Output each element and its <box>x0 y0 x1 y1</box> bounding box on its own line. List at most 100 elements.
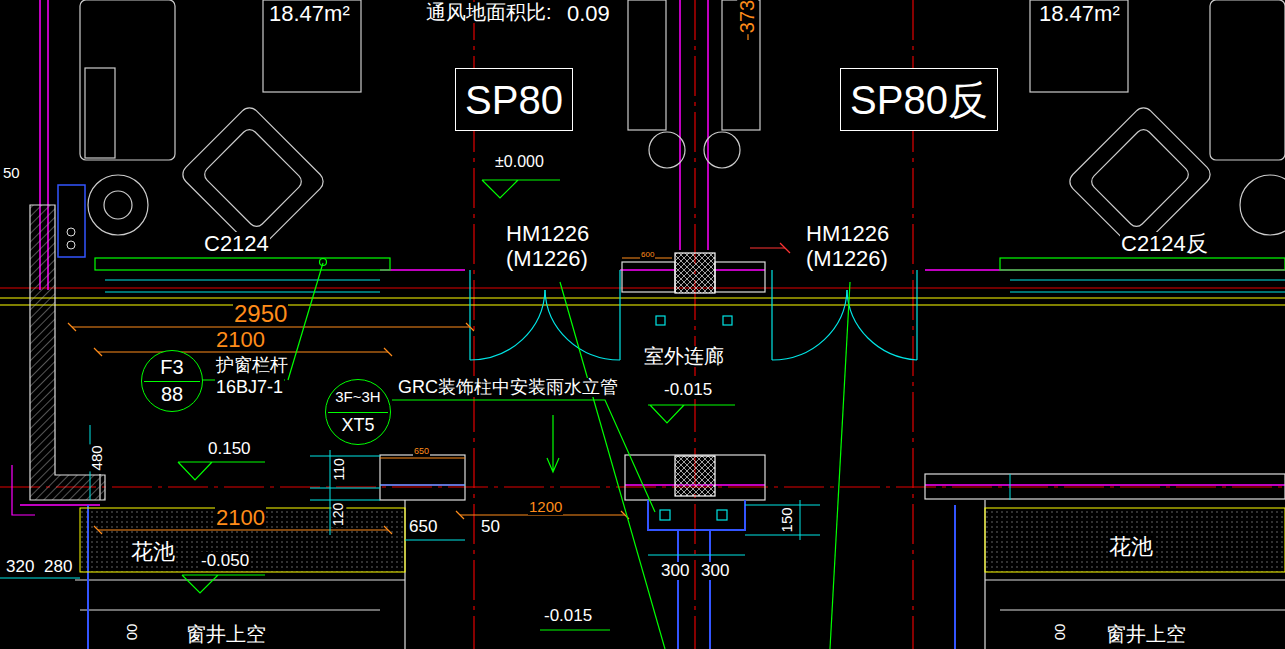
level-marks <box>178 180 735 630</box>
door-leaf <box>470 270 545 360</box>
leader-line <box>560 282 665 649</box>
equipment-symbol <box>67 228 75 236</box>
downpipe <box>660 510 670 520</box>
door-leaf <box>772 270 847 360</box>
downpipe <box>717 510 727 520</box>
wall-line <box>1000 609 1285 610</box>
drawing-tag-box: SP80反 <box>840 68 998 131</box>
slope-arrow <box>547 415 559 472</box>
leader-dot <box>320 259 327 266</box>
plan-label: 300 <box>660 562 690 580</box>
plan-label: 150 <box>779 506 795 533</box>
column-line <box>954 505 956 649</box>
dimension-line <box>0 578 80 579</box>
downpipe <box>723 316 732 325</box>
dimension-lines <box>68 0 748 534</box>
sofa-arm <box>85 68 115 158</box>
plan-label: HM1226 <box>805 222 890 245</box>
window-line <box>1010 292 1285 293</box>
plan-label: 120 <box>332 501 347 526</box>
dimension-line <box>98 529 388 530</box>
dimension-line <box>745 505 820 506</box>
wall-line <box>380 484 465 486</box>
plan-label: 0.150 <box>207 440 252 458</box>
equipment-box <box>58 185 85 257</box>
plan-label: 0.09 <box>566 2 611 25</box>
tag-text: SP80反 <box>850 79 988 121</box>
window-glass <box>105 280 1285 500</box>
wall-line <box>75 579 405 580</box>
wall-line <box>925 484 1285 486</box>
flower-pool <box>985 508 1285 572</box>
callout-text: 88 <box>161 384 183 405</box>
plan-label: 通风地面积比: <box>425 2 553 23</box>
callout-text: XT5 <box>341 416 374 435</box>
plan-label: 窗井上空 <box>1105 624 1187 645</box>
detail-callout-circle: F388 <box>141 350 203 412</box>
plan-label: 18.47m² <box>1038 2 1121 25</box>
dimension-line <box>310 488 380 489</box>
callout-text: 3F~3H <box>335 389 380 405</box>
plan-label: HM1226 <box>505 222 590 245</box>
plan-label: 480 <box>89 444 105 471</box>
plan-label: 室外连廊 <box>643 346 725 367</box>
wall-line <box>12 465 35 515</box>
leader-line <box>750 247 785 248</box>
level-mark <box>178 462 265 480</box>
armchair <box>1088 126 1191 229</box>
plan-label: 花池 <box>1108 535 1154 558</box>
leader-line <box>830 282 850 649</box>
grc-column <box>88 500 955 649</box>
pipe-symbol <box>649 132 685 168</box>
wall-outline <box>622 262 675 292</box>
level-mark <box>648 405 735 423</box>
wall-line <box>707 0 709 250</box>
pipe-symbol <box>704 132 740 168</box>
dimension-text: 2100 <box>215 506 266 529</box>
dimension-text: 2100 <box>215 328 266 351</box>
hatched-wall <box>30 205 105 500</box>
table <box>263 0 361 92</box>
wall-line <box>0 297 1285 298</box>
plan-label: C2124反 <box>1120 232 1209 255</box>
plan-label: 280 <box>43 558 73 576</box>
armchair <box>1066 104 1214 252</box>
wall-line <box>380 269 465 271</box>
plan-label: (M1226) <box>805 247 889 270</box>
dimension-line <box>405 540 465 541</box>
equipment-symbol <box>67 241 75 249</box>
tag-text: SP80 <box>465 79 563 121</box>
sofa <box>1210 0 1285 160</box>
downpipe <box>656 316 665 325</box>
plan-label: 650 <box>408 518 438 536</box>
callout-divider <box>328 412 388 413</box>
white-walls <box>75 262 1285 649</box>
wall-outline <box>715 262 765 292</box>
axis-line <box>694 0 695 649</box>
plan-label: 110 <box>332 457 347 481</box>
wall-outline <box>380 455 465 500</box>
magenta-walls <box>20 0 1285 505</box>
dimension-line <box>648 555 745 556</box>
level-mark <box>540 629 610 630</box>
window <box>95 258 390 270</box>
leader-line <box>392 400 655 512</box>
chair <box>88 175 148 235</box>
furniture <box>80 0 1285 252</box>
plan-label: 护窗栏杆 <box>215 356 289 375</box>
dimension-text: 600 <box>640 251 655 259</box>
axis-line <box>0 287 1285 288</box>
wall-line <box>715 269 765 271</box>
dimension-text: 1200 <box>528 499 563 515</box>
plan-label: 00 <box>124 623 140 642</box>
leader-lines <box>200 243 850 649</box>
window-line <box>105 280 380 281</box>
wall-outline <box>925 474 1285 499</box>
window-line <box>1010 474 1011 500</box>
sofa <box>80 0 175 160</box>
plan-label: 16BJ7-1 <box>215 378 284 397</box>
axis-line <box>0 486 1285 487</box>
window-line <box>1010 280 1285 281</box>
